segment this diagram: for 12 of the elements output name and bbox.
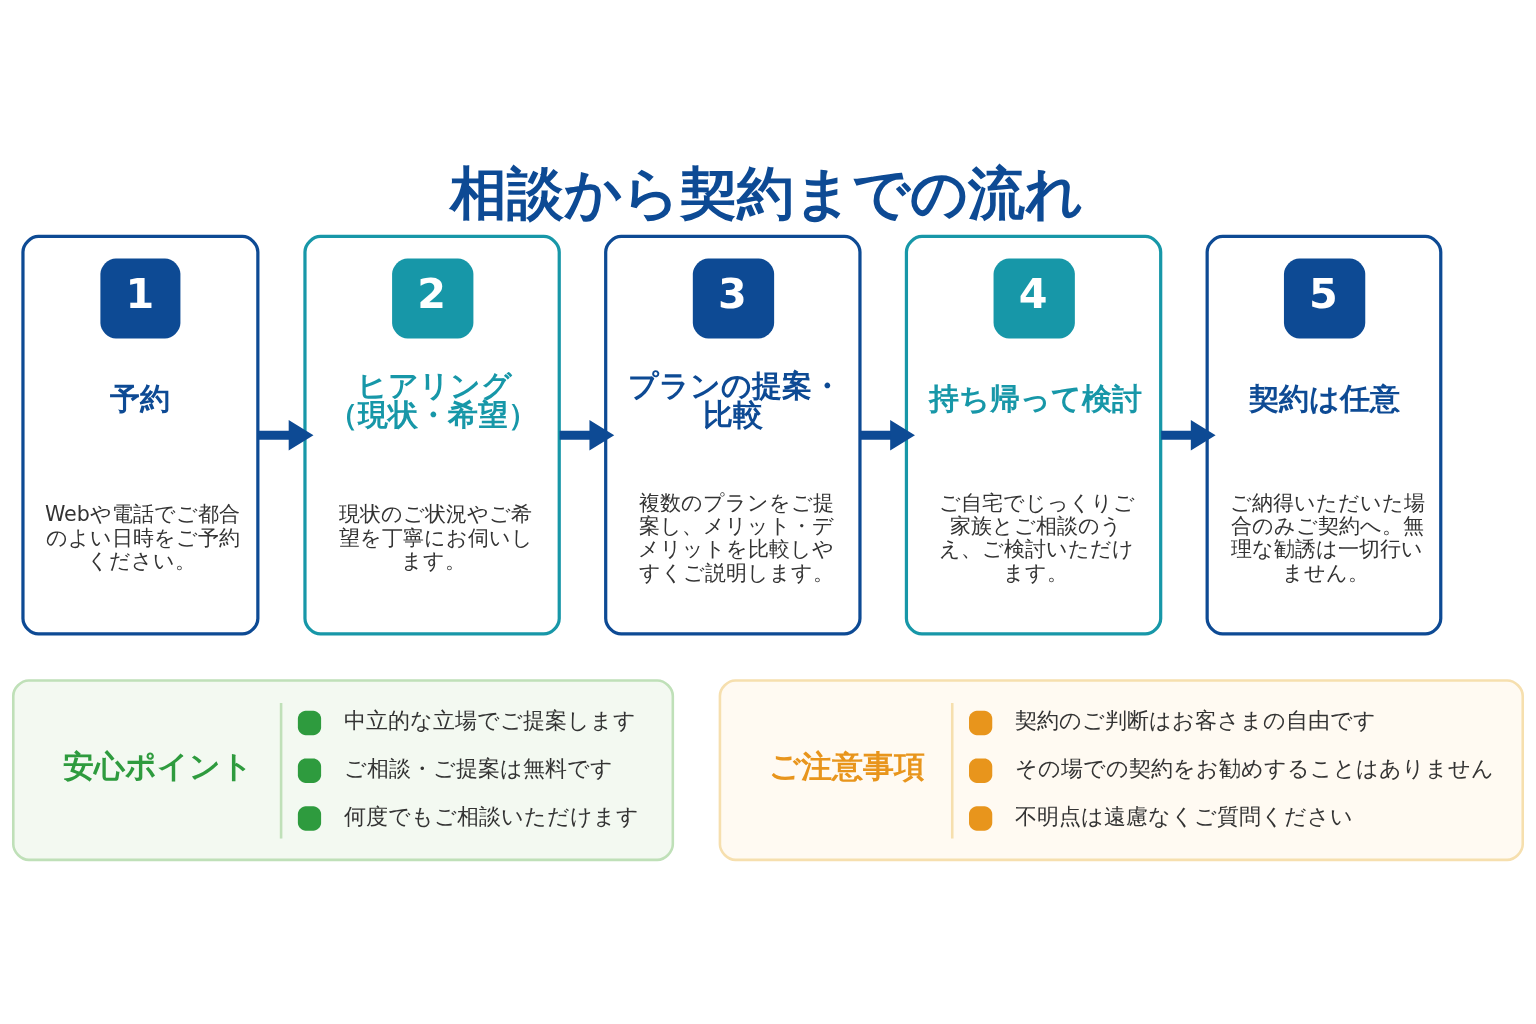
node-box: ご注意事項 契約のご判断はお客さまの自由です その場での契約をお勧めすることはありません 不明点は遠慮なくご質問ください xyxy=(718,679,1524,862)
node-box: 3 プランの提案・比較 複数のプランをご提案し、メリット・デメリットを比較しやすくご説明します。 xyxy=(604,234,862,636)
node-box: 1 予約 Webや電話でご都合のよい日時をご予約ください。 xyxy=(21,234,260,636)
arrow xyxy=(1161,420,1216,451)
arrow xyxy=(559,420,615,451)
node-box: 2 ヒアリング（現状・希望） 現状のご状況やご希望を丁寧にお伺いします。 xyxy=(303,234,561,636)
node-box: 4 持ち帰って検討 ご自宅でじっくりご家族とご相談のうえ、ご検討いただけます。 xyxy=(904,234,1163,636)
arrow xyxy=(258,420,314,451)
arrow xyxy=(860,420,915,451)
node-box: 5 契約は任意 ご納得いただいた場合のみご契約へ。無理な勧誘は一切行いません。 xyxy=(1205,234,1443,636)
diagram-title: 相談から契約までの流れ xyxy=(450,160,1084,227)
node-box: 安心ポイント 中立的な立場でご提案します ご相談・ご提案は無料です 何度でもご相談いただけます xyxy=(12,679,675,862)
